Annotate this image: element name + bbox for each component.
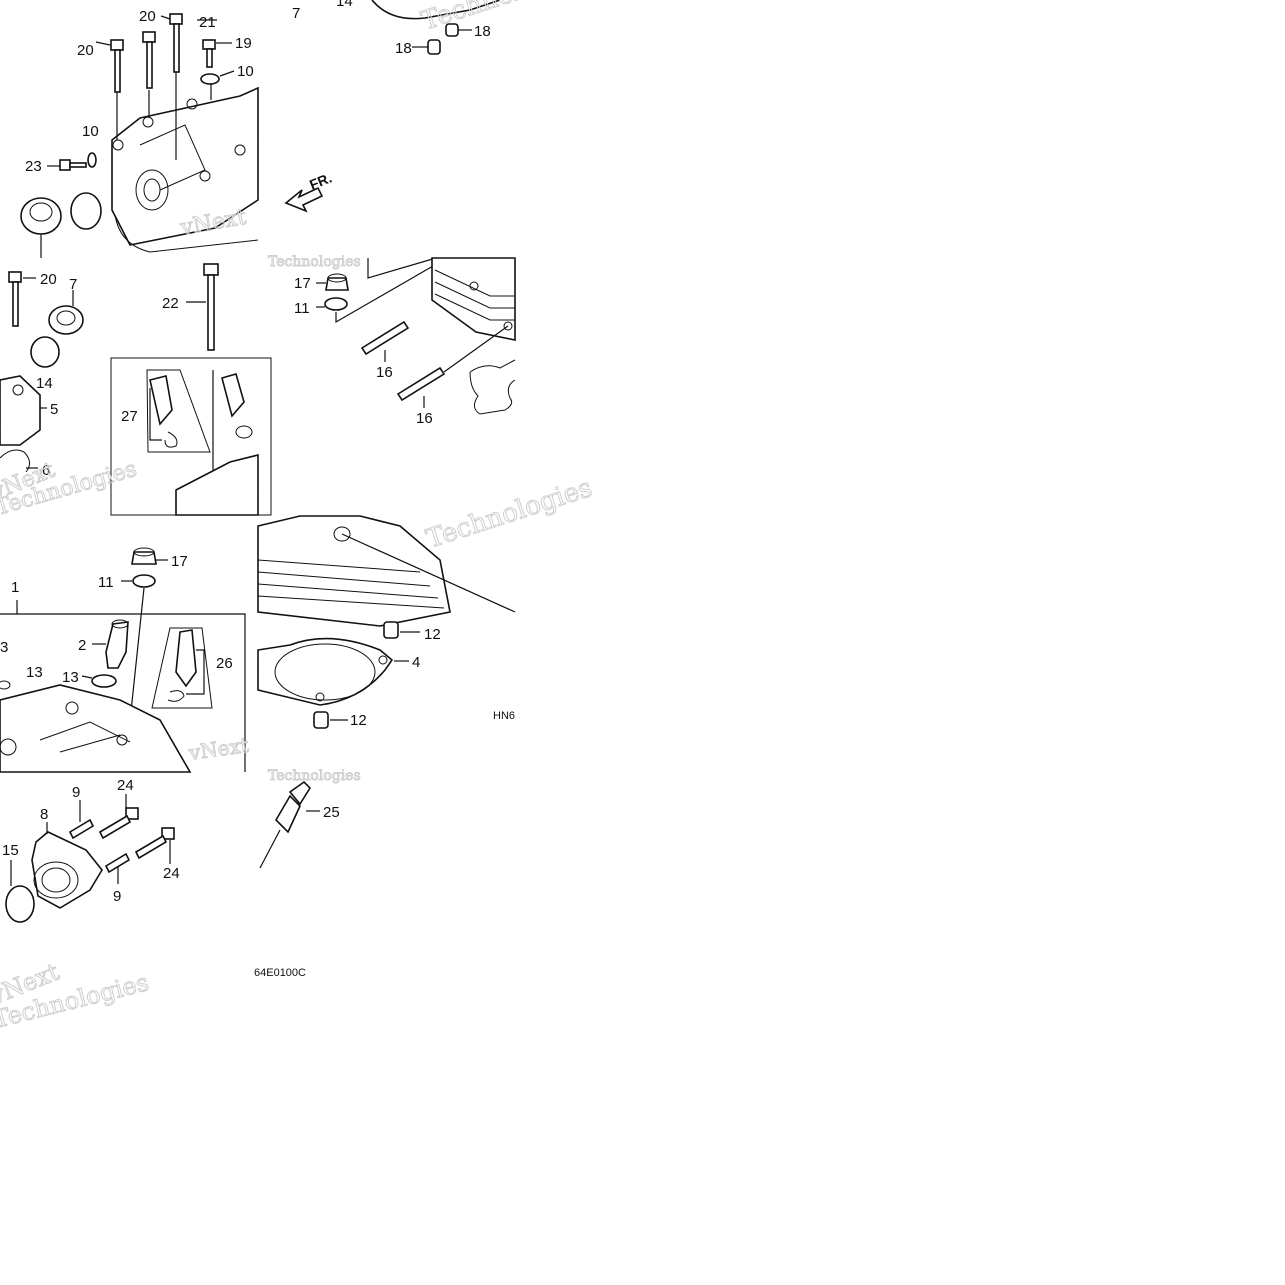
callout: 24 [163,865,180,882]
o-ring-14b [30,336,60,368]
callout: 25 [323,804,340,821]
callout: 8 [40,806,48,823]
callout: 6 [42,462,50,479]
callout: 17 [294,275,311,292]
callout: 22 [162,295,179,312]
callout: 18 [395,40,412,57]
callout: 7 [69,276,77,293]
dowel-18a [412,39,441,55]
callout: 1 [11,579,19,596]
callout: 17 [171,553,188,570]
bolt-21 [169,13,183,73]
stud-9a [68,800,95,840]
callout: 13 [62,669,79,686]
valve-guide-27 [146,369,211,453]
insulator-8 [31,822,103,909]
callout: 10 [82,123,99,140]
nut-17b [131,547,157,565]
tile-bottom-left: 9 24 8 15 24 9 vNext Technologies [0,777,180,1034]
cylinder-head-base [0,684,192,773]
stud-bolt-22 [203,263,219,351]
tile-top-left: 20 20 21 19 10 10 23 vNext [20,8,259,258]
bolt-24b [134,827,175,864]
callout: 5 [50,401,58,418]
callout: 12 [350,712,367,729]
callout: 15 [2,842,19,859]
o-ring-15 [5,885,35,923]
callout: 14 [36,375,53,392]
callout: 9 [113,888,121,905]
diagram-code: HN6 [493,710,515,722]
callout: 12 [424,626,441,643]
washer-10b [87,152,97,168]
callout: 11 [294,300,310,317]
tile-top-right: 7 14 18 18 Technologies FR. [284,0,591,213]
callout: 10 [237,63,254,80]
callout: 19 [235,35,252,52]
dowel-12a [383,621,420,639]
callout: 16 [416,410,433,427]
watermark: Technologies [268,254,361,270]
o-ring-14 [70,192,102,230]
valve-guide-2 [105,619,129,669]
cylinder-head-5 [0,375,41,446]
cylinder-block [257,515,516,627]
callout: 26 [216,655,233,672]
nut-17 [325,273,349,291]
head-cover [111,86,259,253]
bolt-20b [142,31,156,89]
callout: 14 [336,0,353,10]
callout: 7 [292,5,300,22]
front-direction-arrow: FR. [284,169,334,213]
callout: 13 [26,664,43,681]
dowel-18b [445,23,472,37]
callout: 21 [199,14,216,31]
cylinder-gasket-4 [257,637,394,706]
oil-plug-7 [48,290,84,335]
tile-mid-left: 20 7 14 5 6 22 27 [0,263,272,521]
svg-text:FR.: FR. [307,169,334,192]
callout: 9 [72,784,80,801]
tile-lower-left: 17 11 1 3 2 13 13 26 [0,547,251,773]
bolt-19 [202,39,216,68]
stud-16b [396,366,446,402]
callout: 20 [77,42,94,59]
washer-11 [324,297,348,311]
cylinder-fins [431,257,516,341]
washer-11b [132,574,156,588]
stud-16a [360,320,410,356]
callout: 27 [121,408,138,425]
tile-lower-right: Technologies 12 4 12 HN6 [257,472,596,729]
callout: 11 [98,574,114,591]
tile-bottom-right: Technologies 25 64E0100C [254,768,361,980]
seal-13 [91,674,117,688]
tile-mid-right: Technologies 17 11 16 16 [268,254,516,427]
valve-guide-26 [151,627,213,709]
callout: 4 [412,654,420,671]
callout: 18 [474,23,491,40]
washer-10a [200,73,220,85]
bolt-23 [59,159,87,171]
watermark: Technologies [268,768,361,784]
callout: 20 [139,8,156,25]
callout: 23 [25,158,42,175]
diagram-code: 64E0100C [254,967,306,979]
dowel-12b [313,711,348,729]
callout: 2 [78,637,86,654]
watermark: Technologies [0,457,140,521]
stud-9b [104,852,131,884]
callout: 3 [0,639,8,656]
watermark: Technologies [423,473,596,555]
bolt-20a [110,39,124,93]
bolt-24a [98,794,139,840]
watermark: Technologies [418,0,591,37]
callout: 20 [40,271,57,288]
bolt-20c [8,271,22,327]
spark-plug-25 [259,780,312,869]
callout: 16 [376,364,393,381]
callout: 24 [117,777,134,794]
oil-cap-7 [20,197,62,258]
watermark: vNext [186,733,250,765]
